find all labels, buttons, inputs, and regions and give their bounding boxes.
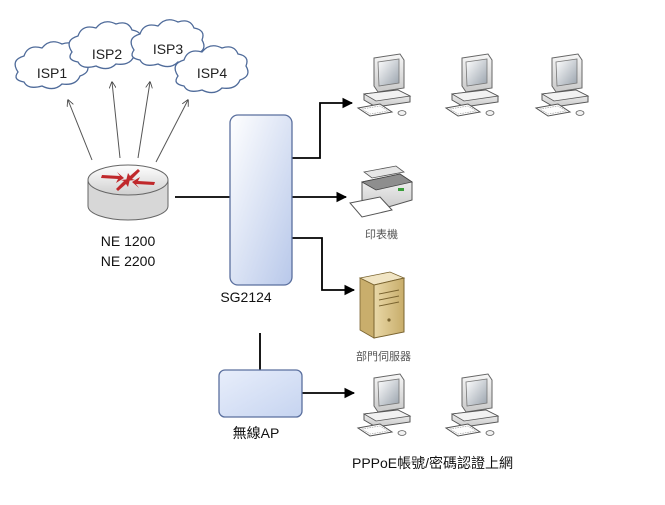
switch-to-server-link	[292, 237, 356, 296]
printer-icon	[349, 165, 414, 218]
isp3-cloud: ISP3	[130, 19, 205, 68]
isp2-label: ISP2	[92, 46, 123, 62]
isp-clouds: ISP1 ISP2 ISP3 ISP4	[14, 19, 249, 94]
wireless-ap-label: 無線AP	[233, 425, 280, 441]
isp4-label: ISP4	[197, 65, 228, 81]
computer-icon	[357, 53, 411, 117]
server-label: 部門伺服器	[356, 349, 411, 363]
server-icon	[358, 271, 406, 339]
switch-to-pc-link	[292, 97, 354, 159]
router-model-line2: NE 2200	[101, 253, 156, 269]
computer-icon	[445, 53, 499, 117]
printer-label: 印表機	[365, 227, 398, 241]
office-computers	[357, 53, 589, 117]
computer-icon	[445, 373, 499, 437]
connections	[175, 97, 356, 399]
computer-icon	[357, 373, 411, 437]
router-arrows-icon	[101, 169, 155, 191]
switch-label: SG2124	[220, 289, 272, 305]
router-model-line1: NE 1200	[101, 233, 156, 249]
isp1-label: ISP1	[37, 65, 68, 81]
isp4-cloud: ISP4	[174, 45, 249, 94]
uplink-arrow-isp2	[112, 82, 121, 159]
pppoe-label: PPPoE帳號/密碼認證上網	[352, 455, 513, 471]
computer-icon	[535, 53, 589, 117]
uplink-arrow-isp1	[68, 100, 93, 161]
router: NE 1200 NE 2200	[87, 164, 169, 269]
isp3-label: ISP3	[153, 41, 184, 57]
wireless-computers: PPPoE帳號/密碼認證上網	[352, 373, 513, 471]
department-server: 部門伺服器	[356, 271, 411, 363]
uplink-arrow-isp3	[137, 82, 150, 159]
printer: 印表機	[349, 165, 414, 241]
wireless-ap: 無線AP	[218, 369, 303, 441]
switch: SG2124	[220, 114, 293, 305]
isp-uplink-arrows	[68, 82, 188, 163]
uplink-arrow-isp4	[155, 100, 188, 163]
